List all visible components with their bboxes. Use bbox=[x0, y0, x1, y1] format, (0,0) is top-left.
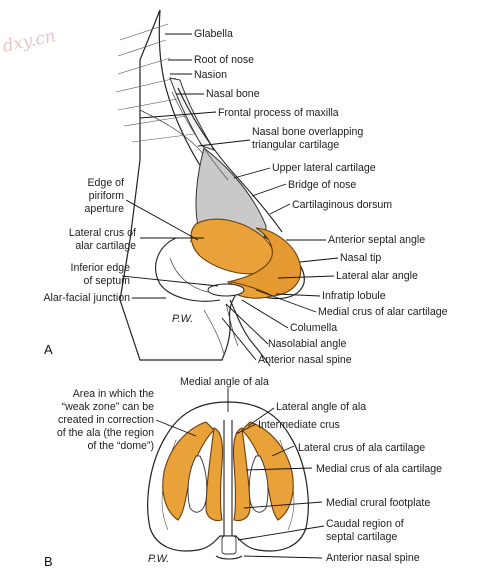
caudal-septum-shape bbox=[221, 535, 237, 555]
label-anterior-nasal-spine-b: Anterior nasal spine bbox=[326, 552, 420, 564]
label-infratip-lobule: Infratip lobule bbox=[322, 290, 386, 302]
label-bridge: Bridge of nose bbox=[288, 179, 356, 191]
label-lateral-crus-b: Lateral crus of ala cartilage bbox=[298, 442, 425, 454]
artist-signature: P.W. bbox=[172, 313, 193, 325]
label-nasal-bone-overlap-1: Nasal bone overlapping bbox=[252, 126, 363, 138]
label-weak-zone-2: “weak zone” can be bbox=[62, 401, 155, 413]
label-columella: Columella bbox=[290, 322, 337, 334]
label-weak-zone-3: created in correction bbox=[58, 414, 154, 426]
label-nasal-bone-overlap-2: triangular cartilage bbox=[252, 139, 339, 151]
label-frontal-process: Frontal process of maxilla bbox=[218, 107, 339, 119]
forehead-shading bbox=[115, 23, 195, 143]
label-lateral-crus-2: alar cartilage bbox=[75, 240, 136, 252]
label-medial-angle: Medial angle of ala bbox=[180, 376, 269, 388]
label-medial-crus-b: Medial crus of ala cartilage bbox=[316, 463, 442, 475]
left-lateral-crus-shape bbox=[162, 421, 215, 521]
label-edge-piriform-1: Edge of bbox=[87, 177, 124, 189]
label-anterior-nasal-spine-a: Anterior nasal spine bbox=[258, 354, 352, 366]
label-weak-zone-5: of the “dome”) bbox=[87, 440, 154, 452]
panel-letter-b: B bbox=[44, 554, 53, 569]
panel-letter-a: A bbox=[44, 342, 53, 357]
label-alar-facial: Alar-facial junction bbox=[43, 292, 130, 304]
panel-b-drawing: P.W. bbox=[147, 401, 309, 565]
nostril-shape bbox=[207, 283, 245, 297]
label-weak-zone-4: of the ala (the region bbox=[57, 427, 154, 439]
label-nasion: Nasion bbox=[194, 69, 227, 81]
right-lateral-crus-shape bbox=[241, 421, 294, 521]
label-cartilaginous-dorsum: Cartilaginous dorsum bbox=[292, 199, 392, 211]
label-nasal-tip: Nasal tip bbox=[340, 252, 381, 264]
label-nasolabial-angle: Nasolabial angle bbox=[268, 338, 346, 350]
label-intermediate-crus: Intermediate crus bbox=[258, 419, 340, 431]
left-nostril-shape bbox=[187, 455, 208, 513]
label-lateral-angle: Lateral angle of ala bbox=[276, 401, 366, 413]
label-medial-crural-footplate: Medial crural footplate bbox=[326, 497, 430, 509]
label-glabella: Glabella bbox=[194, 28, 233, 40]
label-inferior-edge-2: of septum bbox=[83, 275, 130, 287]
label-lateral-crus-1: Lateral crus of bbox=[69, 227, 136, 239]
label-anterior-septal-angle: Anterior septal angle bbox=[328, 234, 425, 246]
label-weak-zone-1: Area in which the bbox=[73, 388, 154, 400]
panel-a-labels: Glabella Root of nose Nasion Nasal bone … bbox=[43, 28, 447, 366]
label-root-of-nose: Root of nose bbox=[194, 54, 254, 66]
label-medial-crus-a: Medial crus of alar cartilage bbox=[318, 306, 448, 318]
label-caudal-region-2: septal cartilage bbox=[326, 531, 397, 543]
label-nasal-bone: Nasal bone bbox=[206, 88, 260, 100]
label-edge-piriform-2: piriform bbox=[89, 190, 124, 202]
label-inferior-edge-1: Inferior edge bbox=[71, 262, 131, 274]
right-medial-crus-shape bbox=[232, 427, 251, 522]
left-medial-crus-shape bbox=[205, 427, 224, 522]
label-edge-piriform-3: aperture bbox=[85, 203, 125, 215]
label-lateral-alar-angle: Lateral alar angle bbox=[336, 270, 418, 282]
panel-b-labels: Medial angle of ala Lateral angle of ala… bbox=[44, 376, 442, 569]
panel-a-leaders bbox=[121, 33, 339, 361]
watermark-text: dxy.cn bbox=[1, 26, 58, 57]
panel-b-leaders bbox=[155, 388, 325, 559]
label-caudal-region-1: Caudal region of bbox=[326, 518, 404, 530]
label-upper-lateral: Upper lateral cartilage bbox=[272, 162, 376, 174]
artist-signature-b: P.W. bbox=[148, 553, 169, 565]
